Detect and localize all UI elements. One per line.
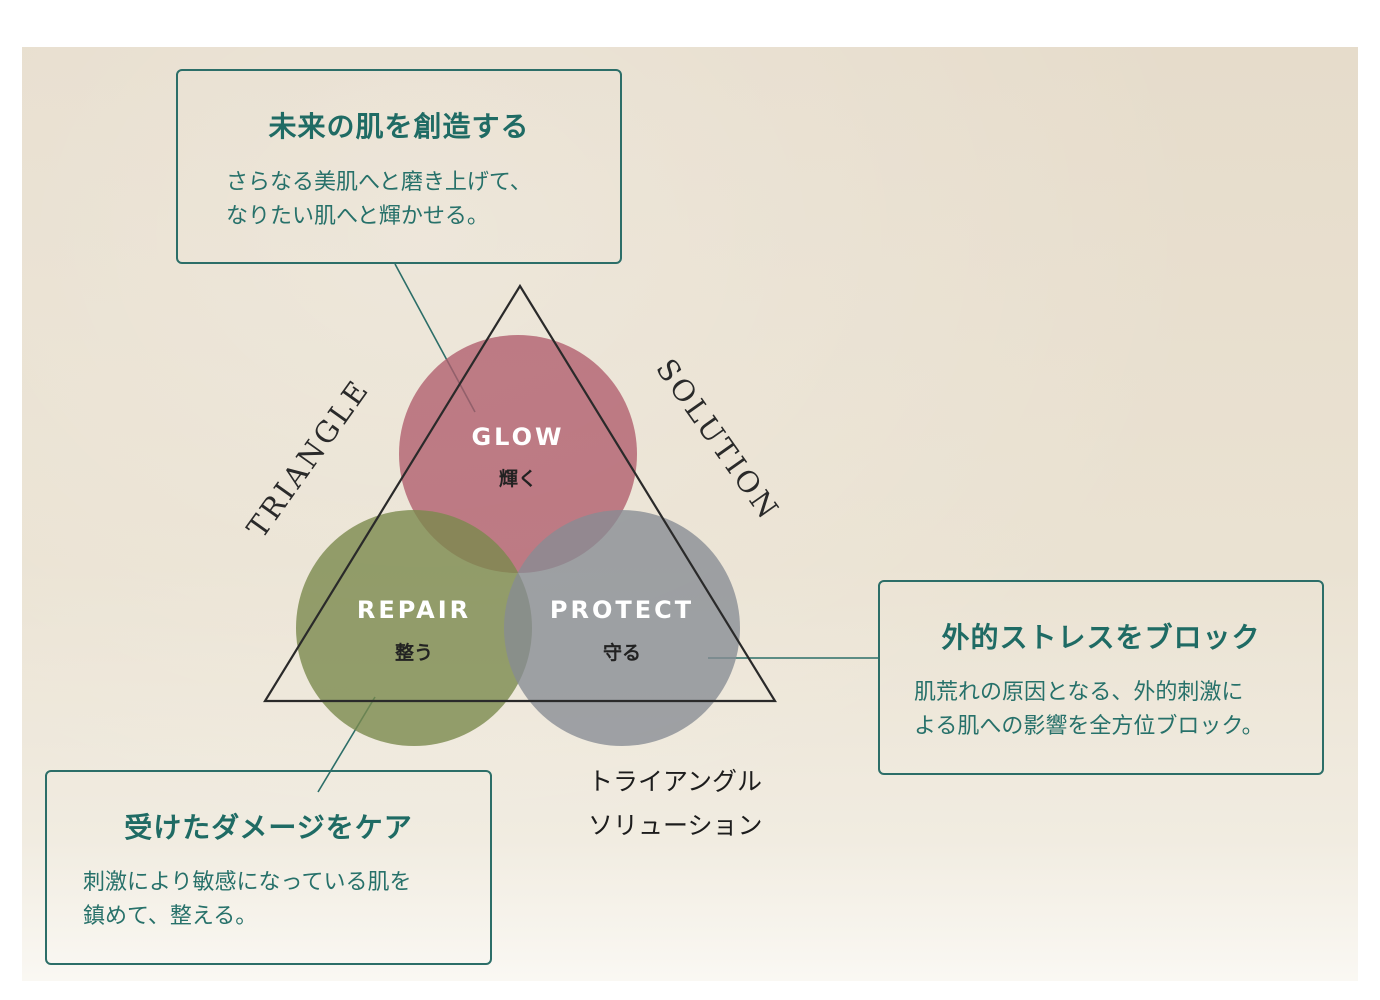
solution-side-label: SOLUTION (649, 352, 786, 527)
repair-label: REPAIR (357, 596, 471, 624)
protect-callout-line-2: よる肌への影響を全方位ブロック。 (914, 714, 1264, 739)
protect-callout-box: 外的ストレスをブロック 肌荒れの原因となる、外的刺激に よる肌への影響を全方位ブ… (878, 580, 1324, 775)
caption-line-2: ソリューション (588, 811, 763, 840)
triangle-outline (263, 283, 777, 703)
repair-callout-line-1: 刺激により敏感になっている肌を (83, 870, 412, 895)
glow-callout-box: 未来の肌を創造する さらなる美肌へと磨き上げて、 なりたい肌へと輝かせる。 (176, 69, 622, 264)
glow-sub-label: 輝く (499, 468, 537, 490)
solution-side-text: SOLUTION (649, 352, 783, 527)
repair-callout-title: 受けたダメージをケア (124, 811, 413, 844)
protect-callout-line-1: 肌荒れの原因となる、外的刺激に (914, 680, 1244, 705)
triangle-side-text: TRIANGLE (240, 373, 373, 545)
repair-callout-line-2: 鎮めて、整える。 (83, 904, 258, 929)
glow-circle (399, 335, 637, 573)
caption-line-1: トライアングル (588, 767, 763, 796)
protect-label: PROTECT (550, 596, 694, 624)
protect-sub-label: 守る (603, 641, 641, 664)
repair-callout-body: 刺激により敏感になっている肌を 鎮めて、整える。 (83, 866, 411, 934)
protect-callout-body: 肌荒れの原因となる、外的刺激に よる肌への影響を全方位ブロック。 (914, 676, 1264, 744)
glow-callout-body: さらなる美肌へと磨き上げて、 なりたい肌へと輝かせる。 (226, 166, 532, 234)
glow-callout-line-2: なりたい肌へと輝かせる。 (226, 204, 489, 229)
diagram-caption: トライアングル ソリューション (588, 760, 763, 848)
paper-background (22, 47, 1358, 981)
protect-callout-title: 外的ストレスをブロック (941, 621, 1261, 654)
protect-circle (504, 510, 740, 746)
repair-callout-box: 受けたダメージをケア 刺激により敏感になっている肌を 鎮めて、整える。 (45, 770, 492, 965)
triangle-side-label: TRIANGLE (240, 373, 376, 545)
glow-callout-line-1: さらなる美肌へと磨き上げて、 (226, 170, 532, 195)
glow-label: GLOW (471, 423, 564, 451)
repair-sub-label: 整う (395, 641, 433, 664)
glow-callout-title: 未来の肌を創造する (268, 110, 530, 143)
repair-circle (296, 510, 532, 746)
